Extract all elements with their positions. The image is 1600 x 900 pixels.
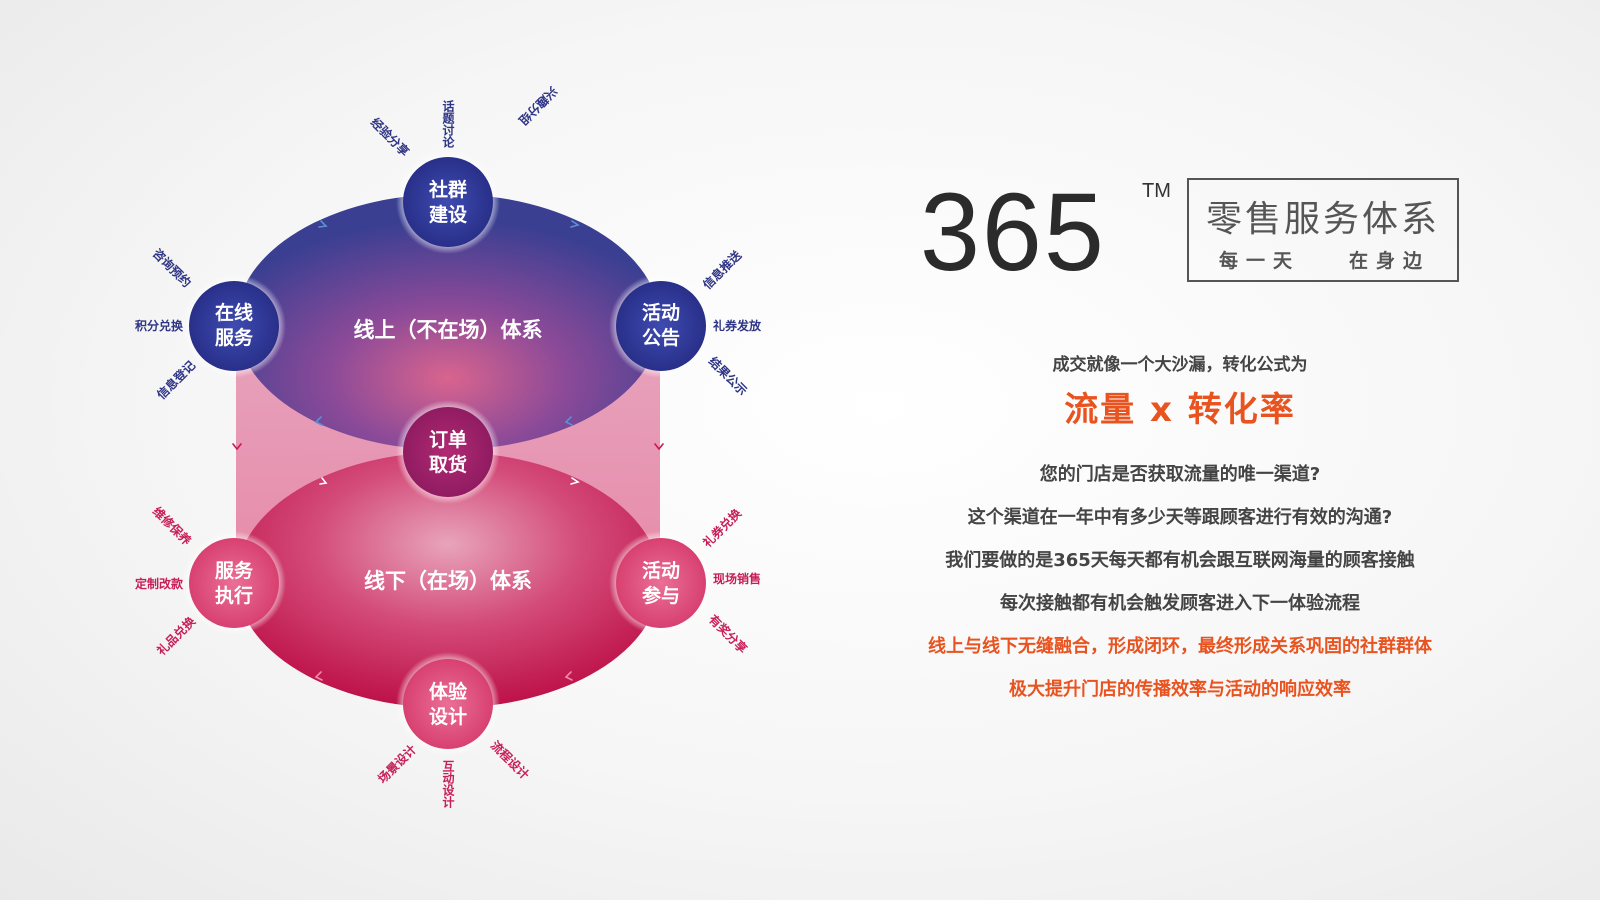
node-online-service-label-2: 服务 [215,326,254,349]
formula-text: 流量 x 转化率 [1064,390,1296,430]
community-group-label: 兴趣分组 [516,84,561,129]
exp-process-label: 流程设计 [488,738,533,783]
notice-result-label: 结果公示 [706,354,751,399]
exp-interactive-label: 互动设计 [441,760,455,809]
part-sales-label: 现场销售 [713,571,761,586]
service-system-diagram: 线上（不在场）体系 线下（在场）体系 社群 建设 活动 公告 在线 服务 订单 … [135,84,762,809]
node-activity-notice-label-2: 公告 [642,326,680,349]
offline-system-label: 线下（在场）体系 [364,569,532,593]
node-order-pickup-label-1: 订单 [429,428,467,451]
service-points-label: 积分兑换 [135,318,184,333]
community-topic-label: 话题讨论 [441,99,455,149]
brand-title: 零售服务体系 [1205,199,1440,240]
flow-arrows [232,220,664,681]
node-experience-design[interactable]: 体验 设计 [396,652,500,756]
node-service-execution[interactable]: 服务 执行 [182,531,286,635]
brand-box: 零售服务体系 每一天 在身边 [1187,178,1459,282]
node-order-pickup-label-2: 取货 [429,453,467,476]
part-coupon-label: 礼券兑换 [700,505,745,550]
service-register-label: 信息登记 [154,358,199,403]
node-activity-notice[interactable]: 活动 公告 [609,274,713,378]
community-share-label: 经验分享 [368,115,413,160]
highlight-2: 极大提升门店的传播效率与活动的响应效率 [1009,679,1351,700]
part-share-label: 有奖分享 [706,612,751,657]
notice-coupon-label: 礼券发放 [713,318,762,333]
online-system-label: 线上（不在场）体系 [354,318,543,342]
trademark-mark: TM [1142,180,1171,202]
node-experience-design-label-2: 设计 [429,706,467,728]
node-community[interactable]: 社群 建设 [396,150,500,254]
brand-slogan-1: 每一天 [1219,250,1301,272]
exec-custom-label: 定制改款 [135,576,184,591]
exec-repair-label: 维修保养 [150,504,195,549]
node-experience-design-label-1: 体验 [429,680,468,703]
question-3: 我们要做的是365天每天都有机会跟互联网海量的顾客接触 [945,550,1415,571]
node-online-service[interactable]: 在线 服务 [182,274,286,378]
node-activity-participation-label-2: 参与 [642,584,680,607]
intro-text: 成交就像一个大沙漏，转化公式为 [1052,355,1308,375]
highlight-1: 线上与线下无缝融合，形成闭环，最终形成关系巩固的社群群体 [928,636,1432,657]
node-community-label-1: 社群 [428,178,467,201]
service-consult-label: 咨询预约 [150,246,195,291]
notice-push-label: 信息推送 [700,247,745,292]
node-activity-participation-label-1: 活动 [642,559,680,582]
exec-gift-label: 礼品兑换 [154,613,199,658]
node-service-execution-label-1: 服务 [215,559,254,582]
brand-slogan-2: 在身边 [1349,250,1431,272]
brand-number: 365 [920,171,1106,294]
node-order-pickup[interactable]: 订单 取货 [396,400,500,504]
question-4: 每次接触都有机会触发顾客进入下一体验流程 [1000,593,1360,614]
question-2: 这个渠道在一年中有多少天等跟顾客进行有效的沟通? [967,507,1393,528]
node-service-execution-label-2: 执行 [215,584,253,607]
node-activity-participation[interactable]: 活动 参与 [609,531,713,635]
question-1: 您的门店是否获取流量的唯一渠道? [1039,464,1321,485]
online-ellipse [236,194,660,450]
exp-scene-label: 场景设计 [375,742,420,787]
node-online-service-label-1: 在线 [215,301,253,324]
offline-ellipse [236,452,660,708]
node-community-label-2: 建设 [429,203,467,226]
right-panel: 365 TM 零售服务体系 每一天 在身边 成交就像一个大沙漏，转化公式为 流量… [880,150,1500,710]
node-activity-notice-label-1: 活动 [642,301,680,324]
